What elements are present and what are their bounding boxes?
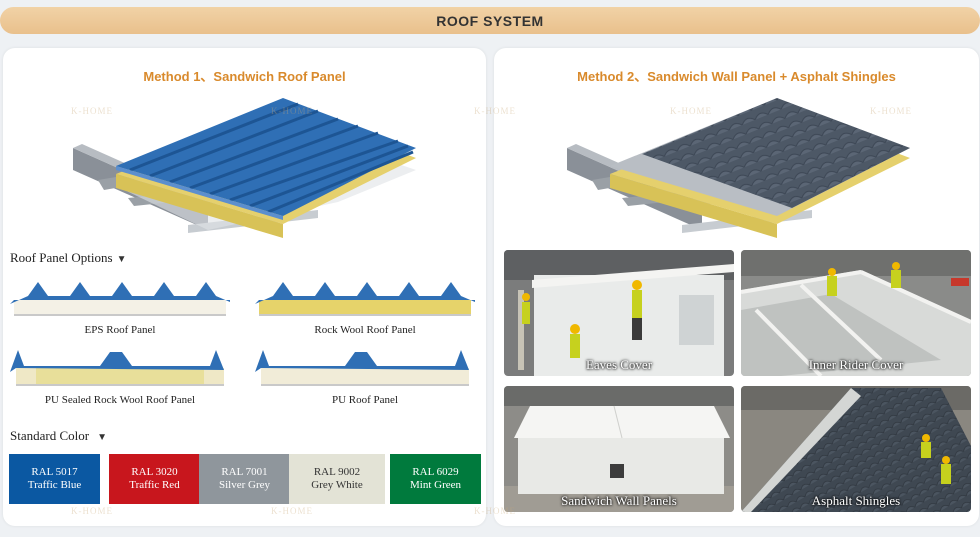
pu-sealed-panel-icon: [10, 350, 224, 386]
rock-wool-roof-panel-option[interactable]: Rock Wool Roof Panel: [255, 276, 475, 336]
watermark-logo: K-HOME: [474, 106, 516, 116]
inner-rider-cover-image: [741, 250, 971, 376]
sandwich-roof-illustration: [73, 98, 416, 238]
photo-caption: Asphalt Shingles: [811, 493, 901, 508]
options-label-text: Roof Panel Options: [10, 250, 113, 265]
pu-roof-panel-option[interactable]: PU Roof Panel: [255, 346, 475, 406]
swatch-code: RAL 6029: [412, 466, 459, 478]
roof-panel-options-label: Roof Panel Options▼: [10, 250, 126, 266]
asphalt-shingles-image: [741, 386, 971, 512]
watermark-logo: K-HOME: [670, 106, 712, 116]
banner-title: ROOF SYSTEM: [436, 12, 544, 29]
dropdown-triangle-icon[interactable]: ▼: [116, 254, 127, 265]
watermark-logo: K-HOME: [71, 106, 113, 116]
option-caption: PU Sealed Rock Wool Roof Panel: [44, 394, 196, 406]
watermark-logo: K-HOME: [271, 106, 313, 116]
rock-wool-panel-icon: [255, 282, 475, 316]
photo-caption: Eaves Cover: [585, 357, 653, 372]
color-swatch-ral-6029[interactable]: RAL 6029 Mint Green: [390, 454, 481, 504]
swatch-name: Traffic Blue: [27, 479, 82, 491]
shingle-roof-illustration: [567, 98, 910, 238]
watermark-logo: K-HOME: [870, 106, 912, 116]
photo-eaves-cover: Eaves Cover: [504, 250, 734, 376]
eps-panel-icon: [10, 282, 230, 316]
option-caption: Rock Wool Roof Panel: [314, 324, 416, 336]
photo-sandwich-wall-panels: Sandwich Wall Panels: [504, 386, 734, 512]
photo-caption: Sandwich Wall Panels: [561, 493, 677, 508]
photo-asphalt-shingles: Asphalt Shingles: [741, 386, 971, 512]
swatch-code: RAL 7001: [221, 466, 268, 478]
option-caption: EPS Roof Panel: [84, 324, 156, 336]
method-1-panel: Method 1、Sandwich Roof Panel Roof Panel …: [3, 48, 486, 526]
watermark-logo: K-HOME: [474, 506, 516, 516]
swatch-name: Silver Grey: [218, 479, 270, 491]
color-swatch-ral-7001[interactable]: RAL 7001 Silver Grey: [199, 454, 290, 504]
dropdown-triangle-icon[interactable]: ▼: [97, 432, 107, 443]
method-2-title: Method 2、Sandwich Wall Panel + Asphalt S…: [577, 69, 896, 84]
eaves-cover-image: [504, 250, 734, 376]
standard-color-label: Standard Color ▼: [10, 428, 107, 444]
swatch-code: RAL 5017: [31, 466, 78, 478]
pu-sealed-rock-wool-option[interactable]: PU Sealed Rock Wool Roof Panel: [10, 346, 230, 406]
section-banner: ROOF SYSTEM: [0, 7, 980, 34]
swatch-name: Mint Green: [409, 479, 461, 491]
color-swatch-ral-3020[interactable]: RAL 3020 Traffic Red: [109, 454, 200, 504]
photo-inner-rider-cover: Inner Rider Cover: [741, 250, 971, 376]
swatch-code: RAL 3020: [131, 466, 178, 478]
method-2-panel: Method 2、Sandwich Wall Panel + Asphalt S…: [474, 48, 979, 526]
color-swatch-ral-9002[interactable]: RAL 9002 Grey White: [289, 454, 385, 504]
swatch-name: Traffic Red: [129, 479, 180, 491]
color-swatch-ral-5017[interactable]: RAL 5017 Traffic Blue: [9, 454, 100, 504]
photo-caption: Inner Rider Cover: [808, 357, 904, 372]
method-1-title: Method 1、Sandwich Roof Panel: [143, 69, 346, 84]
swatch-name: Grey White: [311, 479, 363, 491]
swatch-code: RAL 9002: [313, 466, 361, 478]
color-label-text: Standard Color: [10, 428, 90, 443]
option-caption: PU Roof Panel: [332, 394, 398, 406]
sandwich-wall-panels-image: [504, 386, 734, 512]
eps-roof-panel-option[interactable]: EPS Roof Panel: [10, 276, 230, 336]
watermark-logo: K-HOME: [271, 506, 313, 516]
watermark-logo: K-HOME: [71, 506, 113, 516]
pu-panel-icon: [255, 350, 469, 386]
